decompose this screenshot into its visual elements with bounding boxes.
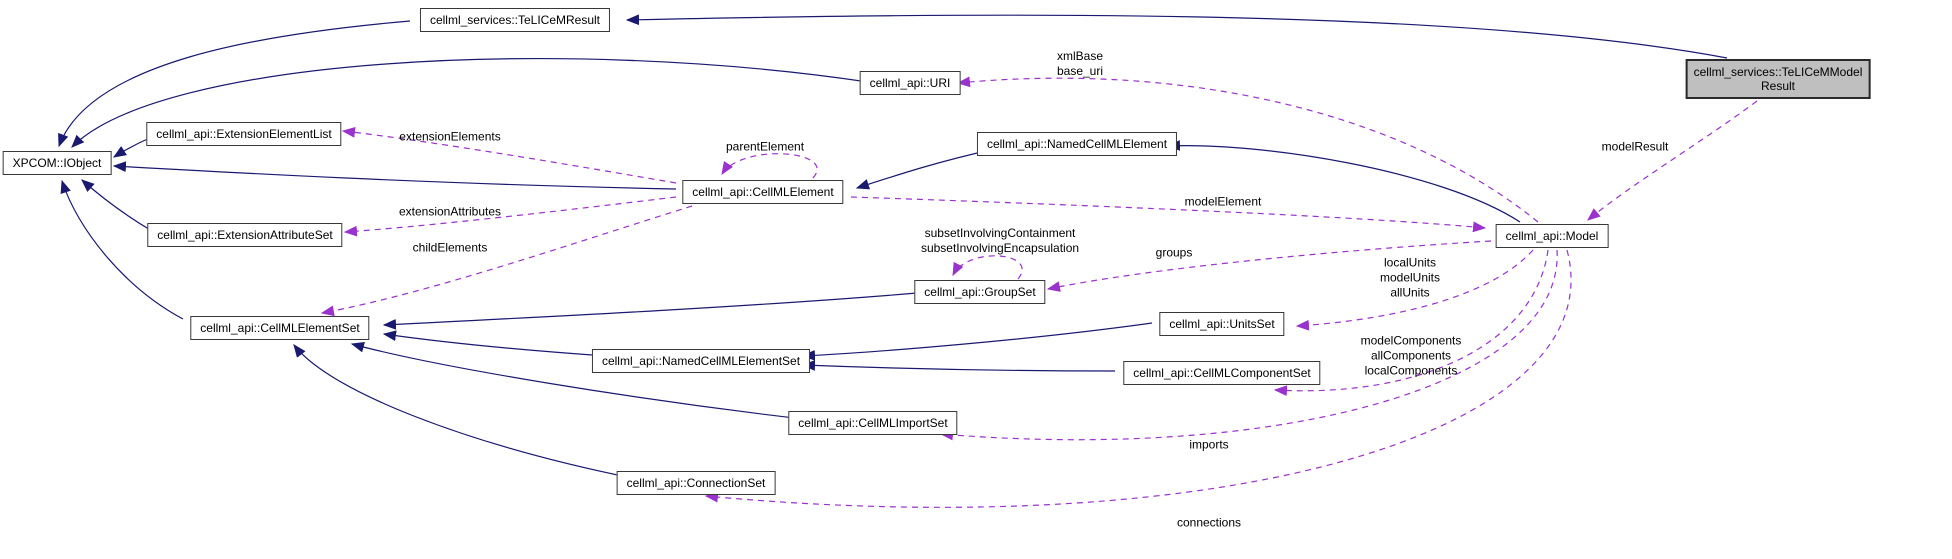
edge-label-groups: groups (1155, 245, 1193, 260)
class-node-cellml-component-set[interactable]: cellml_api::CellMLComponentSet (1123, 361, 1321, 385)
edge-usage-cellmlelement-extensionelementlist (341, 127, 677, 184)
edge-usage-model-unitsset-units (1295, 249, 1534, 331)
edge-usage-cellmlelement-self-parentelement (721, 153, 818, 179)
edge-usage-model-cellmlimportset-imports (939, 249, 1558, 441)
edge-label-model-result: modelResult (1601, 139, 1669, 154)
edge-label-components: modelComponents allComponents localCompo… (1360, 333, 1462, 378)
edge-inherit-cellmlimportset-cellmlelementset (350, 341, 804, 420)
class-node-extension-element-list[interactable]: cellml_api::ExtensionElementList (146, 122, 342, 146)
edge-label-model-element: modelElement (1184, 194, 1262, 209)
edge-inherit-cellmlelementset-iobject (60, 179, 184, 320)
class-node-cellml-element-set[interactable]: cellml_api::CellMLElementSet (190, 316, 370, 340)
edge-inherit-uri-iobject (71, 58, 869, 148)
edge-inherit-cellmlelement-iobject (112, 161, 677, 190)
edge-label-parent-element: parentElement (725, 139, 805, 154)
edge-inherit-telicemresult-iobject (58, 20, 411, 148)
edge-usage-model-groupset-groups (1046, 240, 1492, 292)
edge-label-subset-involving: subsetInvolvingContainment subsetInvolvi… (920, 226, 1080, 255)
class-node-named-cellml-element[interactable]: cellml_api::NamedCellMLElement (976, 132, 1178, 156)
class-node-named-cellml-element-set[interactable]: cellml_api::NamedCellMLElementSet (591, 349, 811, 373)
edge-inherit-namedcellmlelement-cellmlelement (855, 148, 996, 190)
edge-label-child-elements: childElements (412, 240, 488, 255)
edge-inherit-namedcellmlelementset-cellmlelementset (382, 330, 607, 357)
edge-usage-model-uri-xmlbase (956, 76, 1539, 223)
edge-usage-cellmlelement-cellmlelementset-childelements (320, 205, 693, 317)
edge-inherit-telicemmodelresult-telicemresult (625, 14, 1728, 59)
edge-label-xml-base: xmlBase base_uri (1056, 49, 1104, 78)
class-node-telicem-result[interactable]: cellml_services::TeLICeMResult (419, 8, 611, 32)
edge-label-extension-elements: extensionElements (399, 129, 501, 144)
edge-inherit-extensionattributeset-iobject (81, 179, 153, 232)
edge-inherit-cellmlcomponentset-namedcellmlelementset (801, 360, 1116, 372)
edge-usage-cellmlelement-model-modelelement (850, 196, 1487, 233)
class-node-model[interactable]: cellml_api::Model (1495, 224, 1609, 248)
edge-label-units: localUnits modelUnits allUnits (1379, 255, 1441, 300)
class-node-uri[interactable]: cellml_api::URI (859, 71, 961, 95)
class-node-group-set[interactable]: cellml_api::GroupSet (914, 280, 1046, 304)
class-node-telicem-model-result[interactable]: cellml_services::TeLICeMModel Result (1685, 59, 1871, 99)
class-node-telicem-model-result-line1: cellml_services::TeLICeMModel (1693, 65, 1863, 79)
edge-inherit-connectionset-cellmlelementset (293, 344, 633, 479)
edge-inherit-unitsset-namedcellmlelementset (801, 322, 1153, 361)
class-node-connection-set[interactable]: cellml_api::ConnectionSet (616, 471, 776, 495)
edge-usage-groupset-self-subsets (952, 255, 1023, 280)
edge-usage-model-connectionset-connections (704, 249, 1572, 508)
class-node-units-set[interactable]: cellml_api::UnitsSet (1159, 312, 1285, 336)
edge-usage-telicemmodelresult-model-modelresult (1587, 100, 1758, 221)
edge-label-imports: imports (1189, 437, 1229, 452)
edge-inherit-groupset-cellmlelementset (382, 292, 918, 330)
class-node-xpcom-iobject[interactable]: XPCOM::IObject (2, 151, 112, 175)
edge-usage-model-cellmlcomponentset-components (1273, 249, 1549, 397)
edge-usage-cellmlelement-extensionattributeset (343, 196, 677, 237)
class-node-cellml-element[interactable]: cellml_api::CellMLElement (682, 180, 844, 204)
class-node-cellml-import-set[interactable]: cellml_api::CellMLImportSet (788, 411, 958, 435)
edge-inherit-model-namedcellmlelement (1166, 140, 1521, 223)
edge-label-extension-attributes: extensionAttributes (398, 204, 502, 219)
edge-label-connections: connections (1176, 515, 1242, 530)
class-node-telicem-model-result-line2: Result (1760, 79, 1796, 93)
class-node-extension-attribute-set[interactable]: cellml_api::ExtensionAttributeSet (147, 223, 343, 247)
